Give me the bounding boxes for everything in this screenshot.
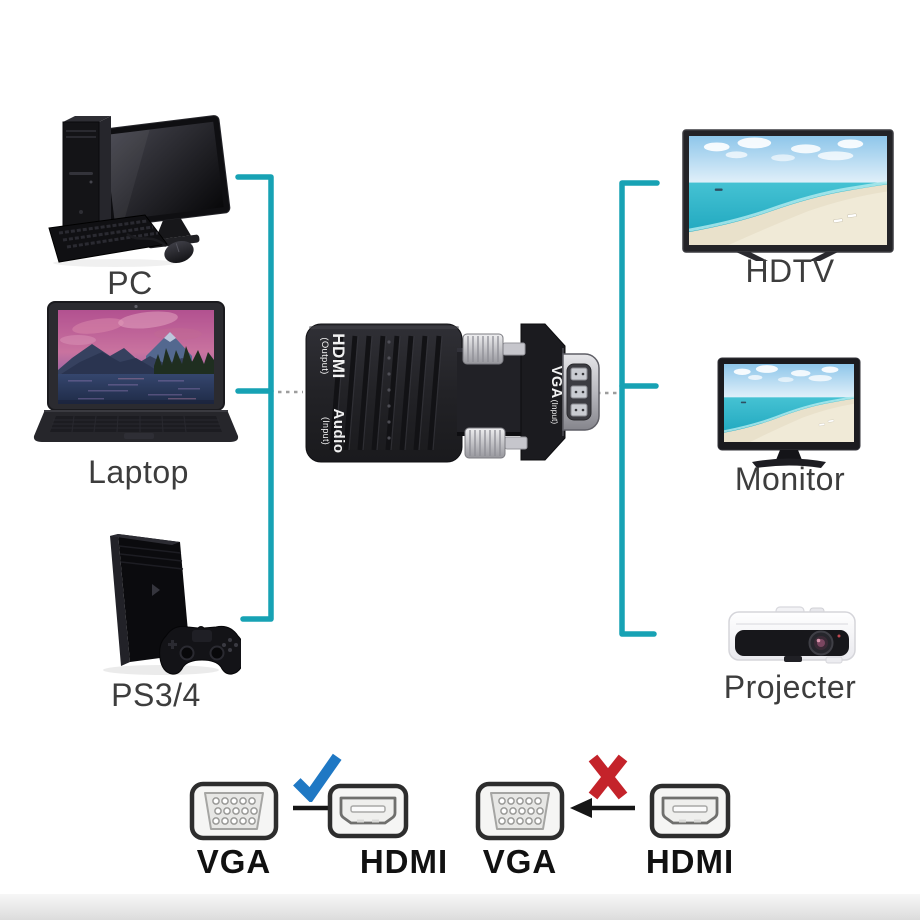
- device-label: Laptop: [88, 454, 189, 490]
- legend-label-hdmi-source: HDMI: [645, 843, 735, 880]
- device-hdtv: HDTV: [680, 128, 900, 298]
- thumbscrew-bottom: [464, 427, 528, 459]
- device-monitor: Monitor: [714, 356, 869, 506]
- legend-label-vga-target: VGA: [482, 843, 558, 880]
- arrow-left-icon: [570, 798, 635, 818]
- bottom-edge-band: [0, 894, 920, 920]
- device-label: Monitor: [734, 461, 846, 497]
- cross-icon: [588, 754, 628, 800]
- device-label: PC: [107, 265, 153, 301]
- device-ps34: PS3/4: [66, 520, 246, 720]
- right-bracket-line: [619, 180, 660, 637]
- vga-port-label: VGA (Input): [548, 365, 564, 425]
- device-pc: PC: [45, 112, 240, 302]
- legend-label-vga-source: VGA: [196, 843, 272, 880]
- hdmi-port-label: HDMI (Output): [319, 333, 348, 379]
- vga-connector-icon: [188, 780, 280, 842]
- device-label: HDTV: [745, 253, 835, 289]
- device-projector: Projecter: [724, 598, 861, 713]
- adapter-illustration: [297, 316, 627, 468]
- monitor-illustration: [717, 357, 861, 468]
- thumbscrew-top: [462, 333, 526, 365]
- adapter-body: [305, 323, 600, 463]
- legend-label-hdmi-target: HDMI: [359, 843, 449, 880]
- audio-port-label: Audio (Input): [320, 408, 347, 454]
- hdmi-connector-icon: [326, 782, 410, 840]
- hdmi-connector-icon: [648, 782, 732, 840]
- device-label: Projecter: [723, 669, 857, 705]
- pc-illustration: [48, 115, 231, 267]
- device-label: PS3/4: [111, 677, 201, 713]
- hdtv-illustration: [682, 129, 894, 261]
- vga-connector-icon: [474, 780, 566, 842]
- ps4-illustration: [103, 534, 241, 675]
- device-laptop: Laptop: [30, 300, 245, 495]
- laptop-illustration: [33, 301, 239, 442]
- check-icon: [293, 753, 342, 802]
- projector-illustration: [728, 606, 856, 664]
